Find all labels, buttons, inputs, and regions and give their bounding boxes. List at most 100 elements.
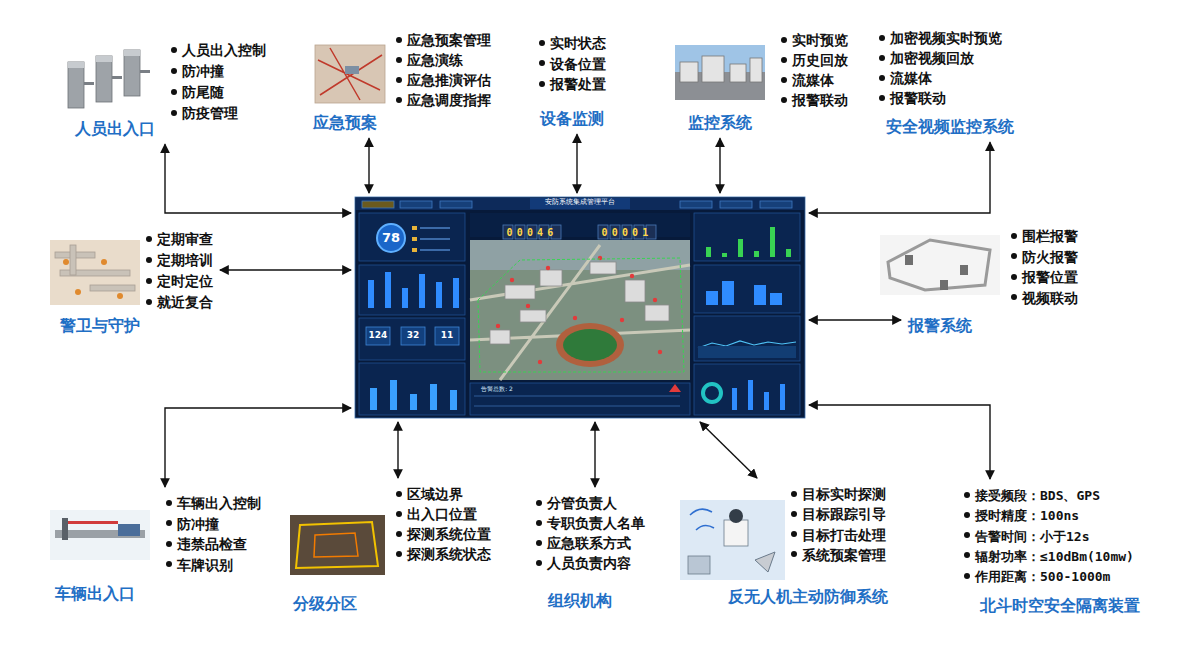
dashboard-node: 安防系统集成管理平台 — [355, 197, 805, 418]
left-panel — [359, 363, 465, 415]
bullet-dot — [964, 492, 970, 498]
connectors — [165, 134, 990, 487]
bullet-row: 定期培训 — [145, 250, 213, 269]
bullet-text: 定时定位 — [157, 273, 213, 289]
module-title: 警卫与守护 — [60, 316, 140, 335]
bullet-dot — [781, 77, 787, 83]
vehicle-scene — [50, 510, 150, 560]
module-title: 人员出入口 — [75, 119, 155, 138]
turnstile-top — [124, 50, 140, 56]
right-panel — [694, 265, 800, 313]
bullet-text: 流媒体 — [890, 70, 932, 86]
bar — [786, 249, 791, 257]
gate-post — [62, 518, 68, 540]
double-arrow-connector — [809, 142, 990, 213]
bullet-dot — [879, 35, 885, 41]
bullet-text: 设备位置 — [550, 56, 606, 72]
guard-wall — [70, 245, 76, 275]
map-marker — [510, 278, 514, 282]
zone-aerial — [290, 515, 385, 575]
bullet-dot — [964, 552, 970, 558]
left-panel — [359, 213, 465, 261]
bullet-row: 应急联系方式 — [535, 533, 631, 552]
bar — [450, 390, 457, 410]
bullet-row: 历史回放 — [780, 50, 848, 69]
turnstile-top — [96, 56, 112, 62]
bullet-row: 流媒体 — [878, 68, 932, 87]
bar — [748, 380, 753, 410]
sensor-post — [940, 280, 948, 290]
running-track — [556, 323, 624, 367]
bar — [368, 280, 374, 308]
alarm-icon — [669, 384, 681, 392]
bullet-row: 应急推演评估 — [395, 70, 491, 89]
module-group: 反无人机主动防御系统目标实时探测目标跟踪引导目标打击处理系统预案管理 — [725, 482, 891, 608]
bullet-text: 告警时间：小于12s — [975, 529, 1089, 544]
map-building — [505, 285, 535, 299]
bullet-row: 车辆出入控制 — [165, 493, 261, 512]
bar — [419, 274, 425, 308]
bullet-dot — [166, 520, 172, 526]
map-marker — [546, 266, 550, 270]
bullet-text: 报警位置 — [1022, 269, 1078, 285]
bullet-dot — [879, 75, 885, 81]
bullet-row: 系统预案管理 — [790, 545, 886, 564]
alarm-panel — [470, 383, 690, 415]
bullet-row: 区域边界 — [395, 484, 463, 503]
sensor-post — [905, 255, 913, 265]
monitor-photo — [675, 45, 765, 100]
bar — [385, 272, 391, 308]
bullet-dot — [536, 560, 542, 566]
bullet-text: 实时状态 — [550, 35, 606, 51]
map-marker — [526, 304, 530, 308]
legend-line — [420, 227, 450, 229]
bullet-text: 报警联动 — [890, 90, 946, 106]
stat-badge — [435, 327, 459, 345]
bullet-text: 分管负责人 — [547, 495, 617, 511]
bullet-dot — [396, 57, 402, 63]
bullet-dot — [171, 68, 177, 74]
bar — [732, 388, 737, 410]
bullet-row: 设备位置 — [538, 54, 606, 73]
module-group: 应急预案应急预案管理应急演练应急推演评估应急调度指挥 — [310, 28, 494, 134]
alarm-scene — [880, 235, 1000, 295]
inner-zone — [314, 533, 358, 557]
dashboard-screen — [355, 197, 805, 418]
bullet-dot — [791, 531, 797, 537]
turnstile-cabinet — [124, 50, 140, 96]
bar — [706, 291, 718, 305]
map-building — [645, 305, 669, 321]
bullet-dot — [1011, 253, 1017, 259]
header-tab — [362, 201, 394, 208]
bullet-text: 人员出入控制 — [182, 42, 266, 58]
bullet-row: 加密视频实时预览 — [878, 28, 1002, 47]
right-panel — [694, 364, 800, 415]
header-tab — [760, 201, 792, 208]
map-marker — [620, 318, 624, 322]
bullet-row: 目标实时探测 — [790, 484, 886, 503]
module-title: 反无人机主动防御系统 — [728, 587, 888, 606]
map-building — [590, 262, 616, 274]
bullet-row: 就近复合 — [145, 292, 213, 311]
module-title: 分级分区 — [293, 594, 357, 613]
map-marker — [538, 360, 542, 364]
bullet-dot — [879, 95, 885, 101]
bullet-dot — [166, 500, 172, 506]
zone-boundary — [296, 522, 378, 568]
left-panel — [359, 265, 465, 315]
module-title: 报警系统 — [908, 316, 972, 335]
bullet-text: 历史回放 — [792, 52, 848, 68]
stat-badge — [401, 327, 425, 345]
bullet-row: 授时精度：100ns — [963, 505, 1079, 524]
screen-title: 安防系统集成管理平台 — [355, 198, 805, 206]
bar — [770, 293, 782, 305]
bullet-row: 视频联动 — [1010, 288, 1078, 307]
left-panel — [359, 318, 465, 360]
bullet-text: 探测系统状态 — [407, 546, 491, 562]
module-title: 车辆出入口 — [55, 584, 135, 603]
bullet-text: 车辆出入控制 — [177, 495, 261, 511]
bullet-row: 防冲撞 — [170, 61, 224, 80]
bullet-row: 防火报警 — [1010, 247, 1078, 266]
photo-building — [750, 58, 762, 82]
module-title: 组织机构 — [548, 591, 612, 610]
